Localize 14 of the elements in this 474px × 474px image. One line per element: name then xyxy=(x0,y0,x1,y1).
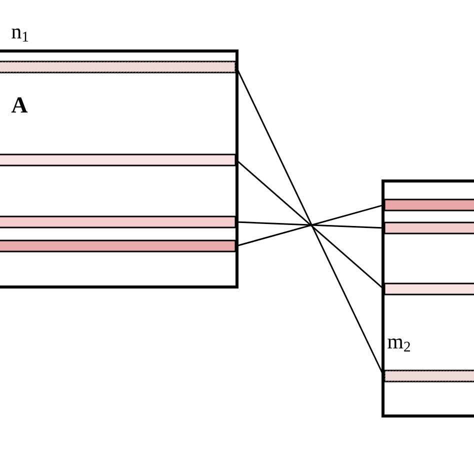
panel-box xyxy=(382,180,474,418)
box-label: m$_{2}$ xyxy=(388,338,410,352)
panel-box xyxy=(0,49,238,288)
connector-line xyxy=(236,204,384,247)
stripe-bar xyxy=(0,154,236,166)
stripe-bar xyxy=(0,240,236,252)
stripe-bar xyxy=(384,198,474,212)
region-letter: A xyxy=(11,97,28,113)
connector-line xyxy=(236,221,384,229)
stripe-bar xyxy=(0,216,236,228)
stripe-bar xyxy=(384,222,474,234)
connector-line xyxy=(236,159,384,290)
stripe-bar xyxy=(384,282,474,296)
box-label: n$_{1}$ xyxy=(12,28,28,42)
